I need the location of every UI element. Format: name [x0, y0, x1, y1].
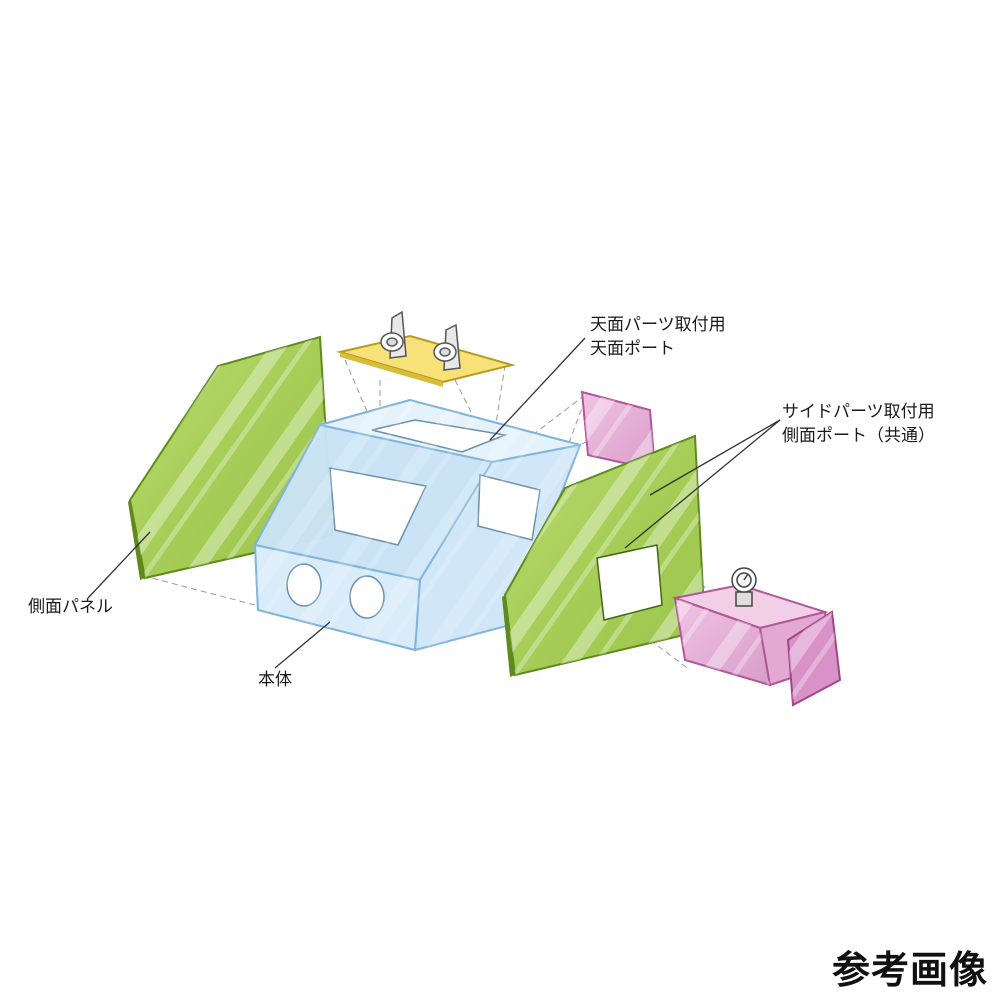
side-parts-box — [671, 567, 842, 707]
top-port-label: 天面パーツ取付用 天面ポート — [590, 315, 726, 359]
body-label: 本体 — [258, 670, 292, 690]
right-side-panel — [502, 434, 707, 677]
side-port-label: サイドパーツ取付用 側面ポート（共通） — [782, 402, 935, 446]
side-port-part-panel — [580, 390, 657, 472]
main-body — [253, 398, 582, 652]
top-port-plate — [336, 310, 516, 387]
leader-lines — [87, 337, 781, 669]
reference-image-caption: 参考画像 — [831, 948, 988, 992]
side-panel-label: 側面パネル — [28, 597, 113, 617]
